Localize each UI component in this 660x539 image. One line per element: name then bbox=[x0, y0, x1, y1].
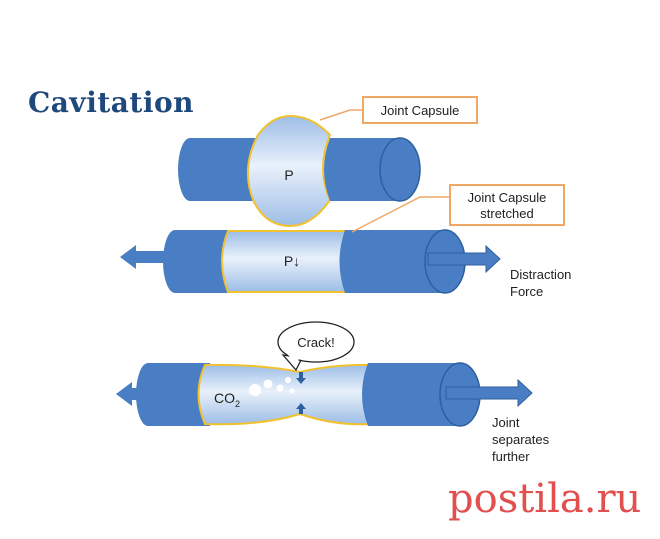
distraction-force-line1: Distraction bbox=[510, 267, 572, 282]
watermark-logo: postila.ru bbox=[448, 476, 642, 522]
stage3-right-arrow bbox=[445, 378, 533, 408]
pinch-arrow-up bbox=[296, 403, 306, 414]
stage1-pressure-label: P bbox=[284, 167, 293, 183]
joint-capsule-stretched-callout: Joint Capsule stretched bbox=[449, 184, 565, 226]
joint-separates-line2: separates bbox=[492, 432, 550, 447]
joint-capsule-stretched-line2: stretched bbox=[480, 206, 534, 221]
joint-capsule-callout: Joint Capsule bbox=[362, 96, 478, 124]
stage3-left-bone bbox=[136, 363, 210, 426]
crack-speech-bubble: Crack! bbox=[277, 321, 355, 372]
crack-text: Crack! bbox=[297, 335, 335, 350]
capsule-callout-leader bbox=[319, 109, 362, 121]
stage2-right-arrow bbox=[427, 244, 501, 274]
distraction-force-line2: Force bbox=[510, 284, 544, 299]
stage3-joint: CO2 bbox=[116, 362, 533, 427]
joint-separates-line3: further bbox=[492, 449, 530, 464]
joint-separates-line1: Joint bbox=[492, 415, 520, 430]
stage1-joint: P bbox=[178, 114, 421, 228]
stage1-right-bone bbox=[324, 137, 421, 202]
stage2-joint: P↓ bbox=[120, 229, 501, 294]
diagram-title: Cavitation bbox=[28, 86, 195, 119]
distraction-force-label: Distraction Force bbox=[510, 266, 620, 300]
joint-separates-label: Joint separates further bbox=[492, 414, 582, 465]
pinch-arrow-down bbox=[296, 372, 306, 384]
stage2-left-bone bbox=[163, 230, 230, 293]
joint-capsule-stretched-line1: Joint Capsule bbox=[467, 190, 547, 205]
stage2-pressure-label: P↓ bbox=[284, 253, 300, 269]
gas-bubbles bbox=[249, 377, 295, 396]
stage2-left-arrow bbox=[120, 245, 166, 269]
joint-capsule-callout-text: Joint Capsule bbox=[380, 103, 460, 118]
gas-label: CO2 bbox=[214, 390, 240, 409]
capsule-stretched-callout-leader bbox=[351, 196, 449, 233]
